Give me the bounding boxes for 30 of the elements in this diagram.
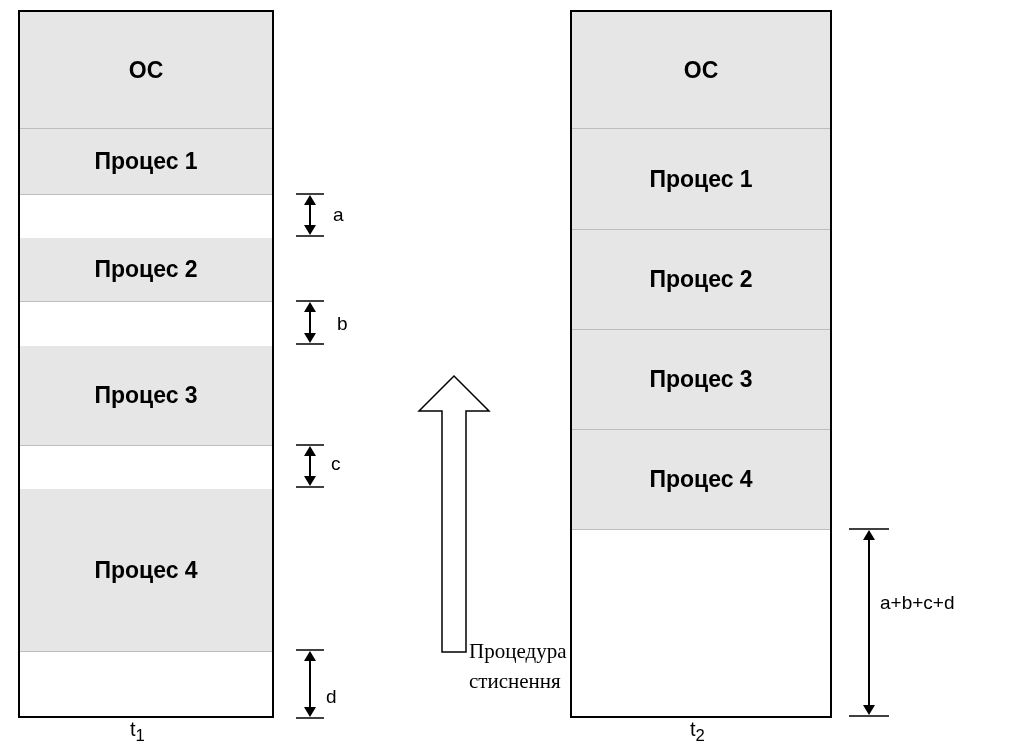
dimension-label: a: [333, 204, 344, 226]
memory-block: [572, 12, 830, 129]
block-label: Процес 3: [649, 366, 753, 393]
block-label: Процес 3: [94, 382, 198, 409]
memory-block: [20, 346, 272, 446]
block-label: Процес 1: [94, 148, 198, 175]
memory-block: [20, 129, 272, 195]
time-label: t$_{1}$: [130, 718, 145, 744]
caption-text: Процедура стиснення: [469, 638, 568, 695]
dimension-label: a+b+c+d: [880, 592, 955, 614]
block-label: Процес 2: [94, 256, 198, 283]
memory-block: [572, 430, 830, 530]
block-label: Процес 4: [649, 466, 753, 493]
time-label: t$_{2}$: [690, 718, 705, 744]
block-label: ОС: [128, 56, 164, 84]
memory-block: [572, 330, 830, 430]
memory-column: [570, 10, 832, 718]
dimension-label: c: [331, 453, 341, 475]
block-label: Процес 4: [94, 556, 198, 584]
block-label: Процес 2: [649, 266, 753, 293]
memory-block: [572, 230, 830, 330]
dimension-label: d: [326, 686, 337, 708]
dimension-label: b: [337, 313, 348, 335]
block-label: Процес 1: [649, 165, 753, 193]
memory-block: [20, 489, 272, 652]
block-label: ОС: [683, 56, 719, 84]
memory-column: [18, 10, 274, 718]
memory-block: [20, 238, 272, 302]
memory-block: [572, 129, 830, 230]
memory-block: [20, 12, 272, 129]
